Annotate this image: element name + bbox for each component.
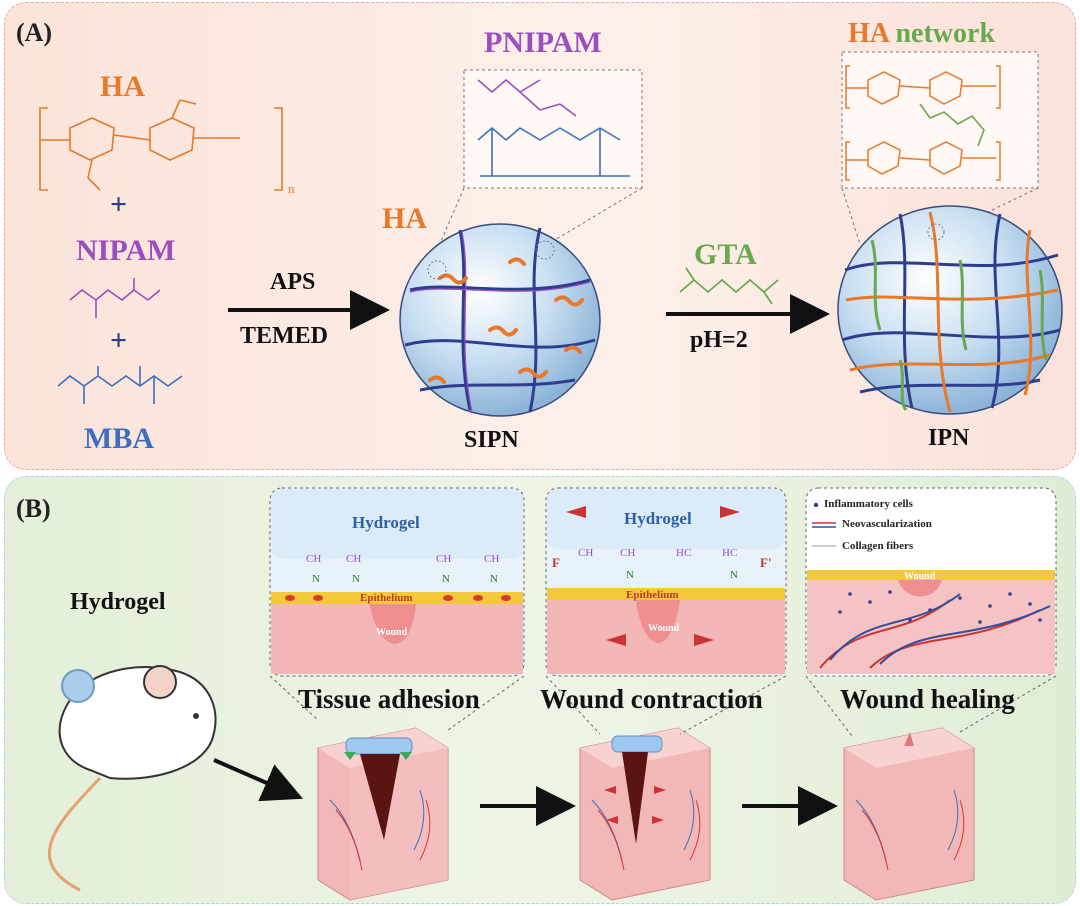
stage2-force-left: F <box>552 555 560 570</box>
skin-block-1 <box>317 727 449 901</box>
stage1-bond-n-3: N <box>442 573 450 585</box>
aps-label: APS <box>270 269 316 295</box>
pnipam-inset <box>431 69 643 263</box>
skin-block-3 <box>843 727 975 901</box>
legend-collagen: Collagen fibers <box>842 540 914 552</box>
nipam-title: NIPAM <box>76 234 176 267</box>
stage1-hydrogel-label: Hydrogel <box>352 513 420 532</box>
stage3-caption: Wound healing <box>840 684 1015 714</box>
sipn-label: SIPN <box>464 427 519 453</box>
stage1-bond-n-1: N <box>312 573 320 585</box>
stage1-bond-4: CH <box>484 553 500 565</box>
stage1-caption: Tissue adhesion <box>298 684 480 714</box>
stage1-bond-1: CH <box>306 553 322 565</box>
stage2-bond-1: CH <box>578 547 594 559</box>
stage2-hydrogel-label: Hydrogel <box>624 509 692 528</box>
plus-sign-1: + <box>110 188 128 221</box>
stage2-force-right: F' <box>760 555 772 570</box>
ha-network-title: HA network <box>848 20 995 48</box>
nipam-structure-icon <box>69 278 161 318</box>
ha-subscript-n: n <box>288 181 295 196</box>
sipn-sphere <box>399 223 601 417</box>
detail-box-2 <box>545 487 787 735</box>
stage2-caption: Wound contraction <box>540 684 763 714</box>
plus-sign-2: + <box>110 324 128 357</box>
temed-label: TEMED <box>240 323 329 349</box>
detail-box-1 <box>269 487 525 731</box>
stage1-bond-n-2: N <box>352 573 360 585</box>
stage2-bond-n-2: N <box>730 569 738 581</box>
mba-title: MBA <box>84 422 154 455</box>
gta-structure-icon <box>679 267 779 305</box>
ha-network-inset <box>841 51 1039 245</box>
pnipam-title: PNIPAM <box>484 26 602 59</box>
stage2-bond-hc-1: HC <box>676 547 692 559</box>
ipn-label: IPN <box>928 425 970 451</box>
neovascularization-legend-icon <box>812 522 836 528</box>
stage2-wound-label: Wound <box>648 623 680 634</box>
stage2-epithelium-label: Epithelium <box>626 589 679 601</box>
stage1-bond-2: CH <box>346 553 362 565</box>
mba-structure-icon <box>57 366 183 404</box>
stage2-bond-hc-2: HC <box>722 547 738 559</box>
stage1-bond-n-4: N <box>490 573 498 585</box>
legend-neovascularization: Neovascularization <box>842 518 932 530</box>
ha-network-word: network <box>895 18 996 49</box>
ph-label: pH=2 <box>690 327 748 353</box>
mouse-arrow <box>213 758 304 802</box>
stage1-epithelium-label: Epithelium <box>360 592 413 604</box>
stage1-wound-label: Wound <box>376 627 408 638</box>
stage3-wound-label: Wound <box>904 571 936 582</box>
inflammatory-legend-icon <box>813 502 819 508</box>
skin-block-2 <box>579 727 711 901</box>
ipn-sphere <box>837 205 1063 415</box>
stage2-bond-n-1: N <box>626 569 634 581</box>
panel-a-tag: (A) <box>16 18 53 47</box>
detail-box-3 <box>805 487 1057 737</box>
gta-label: GTA <box>694 238 757 271</box>
mouse-hydrogel-label: Hydrogel <box>70 589 166 615</box>
ha-structure-icon <box>39 99 283 191</box>
ha-mid-label: HA <box>382 202 427 235</box>
hydrogel-blob-icon <box>61 669 95 703</box>
ha-network-ha: HA <box>848 18 889 49</box>
legend-inflammatory: Inflammatory cells <box>824 498 913 510</box>
panel-b-tag: (B) <box>16 494 51 523</box>
ha-title: HA <box>100 70 145 103</box>
mouse-icon <box>47 665 217 892</box>
stage1-bond-3: CH <box>436 553 452 565</box>
stage2-bond-2: CH <box>620 547 636 559</box>
